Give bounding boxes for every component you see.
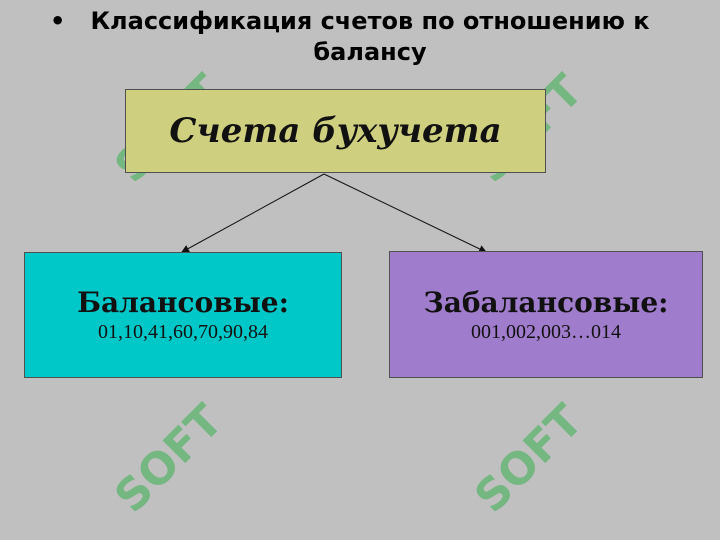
bullet-icon: • xyxy=(50,7,66,35)
offbalance-accounts-codes: 001,002,003…014 xyxy=(471,320,621,343)
balance-accounts-node: Балансовые: 01,10,41,60,70,90,84 xyxy=(24,252,342,378)
root-node: Счета бухучета xyxy=(125,89,546,173)
connector-root-to-balance xyxy=(181,173,325,253)
watermark-logo-bottom-left: SOFT xyxy=(105,395,232,522)
balance-accounts-codes: 01,10,41,60,70,90,84 xyxy=(98,321,268,343)
root-node-label: Счета бухучета xyxy=(169,111,502,151)
connector-root-to-offbalance xyxy=(323,173,487,253)
offbalance-accounts-node: Забалансовые: 001,002,003…014 xyxy=(389,251,703,378)
slide-title-text: Классификация счетов по отношению к бала… xyxy=(90,7,650,66)
slide-title: • Классификация счетов по отношению к ба… xyxy=(50,6,690,68)
offbalance-accounts-label: Забалансовые: xyxy=(423,285,669,319)
balance-accounts-label: Балансовые: xyxy=(77,286,289,319)
watermark-logo-bottom-right: SOFT xyxy=(465,395,592,522)
